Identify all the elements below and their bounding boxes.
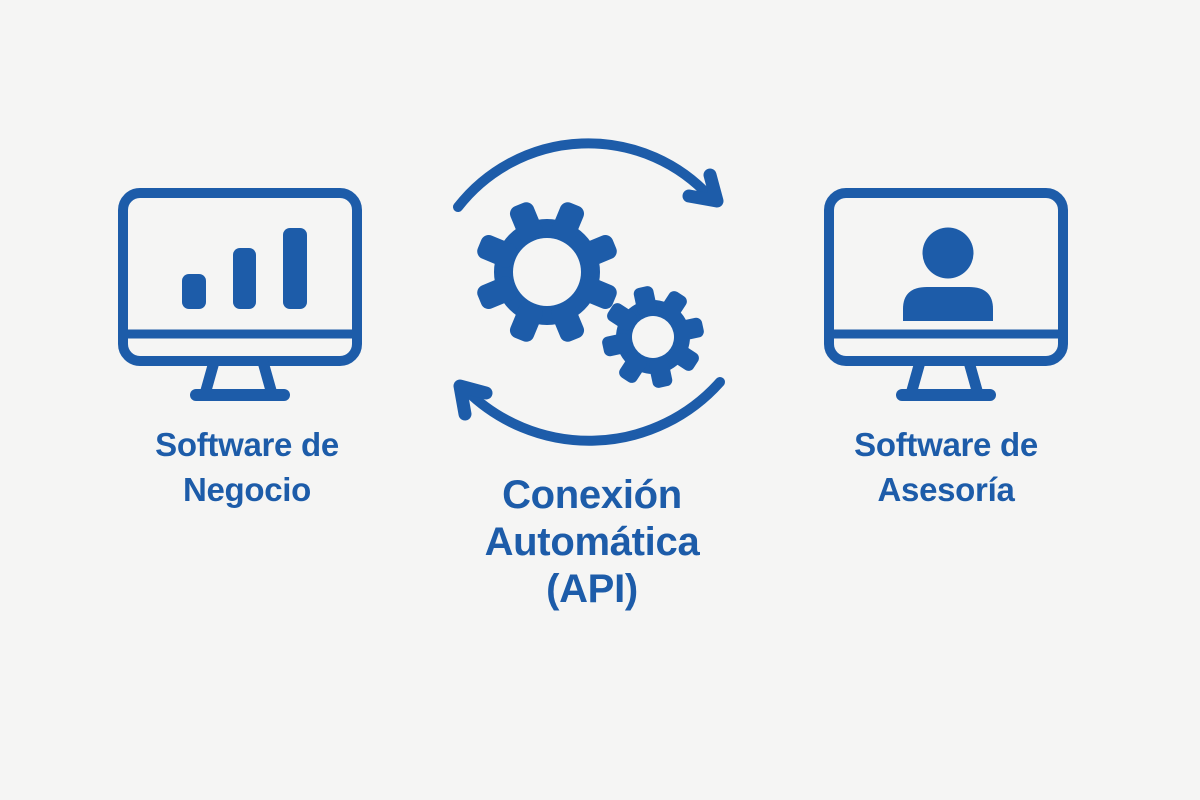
monitor-bar-chart-icon (118, 188, 362, 401)
label-advisory-software: Software de Asesoría (854, 426, 1038, 508)
arrow-top-icon (453, 138, 724, 212)
user-glyph (903, 227, 993, 321)
label-api-connection: Conexión Automática (API) (484, 473, 700, 611)
monitor-user-icon (824, 188, 1068, 401)
monitor-stand (199, 356, 278, 400)
bar-chart-glyph (182, 228, 307, 309)
monitor-base (896, 389, 996, 401)
gear-large-icon (477, 202, 617, 342)
label-business-software: Software de Negocio (155, 426, 339, 508)
monitor-stand (905, 356, 984, 400)
gear-small-icon (602, 286, 704, 388)
arrow-bottom-icon (453, 377, 725, 446)
monitor-frame (824, 188, 1068, 366)
monitor-frame (118, 188, 362, 366)
sync-gears-icon (453, 138, 725, 446)
monitor-base (190, 389, 290, 401)
